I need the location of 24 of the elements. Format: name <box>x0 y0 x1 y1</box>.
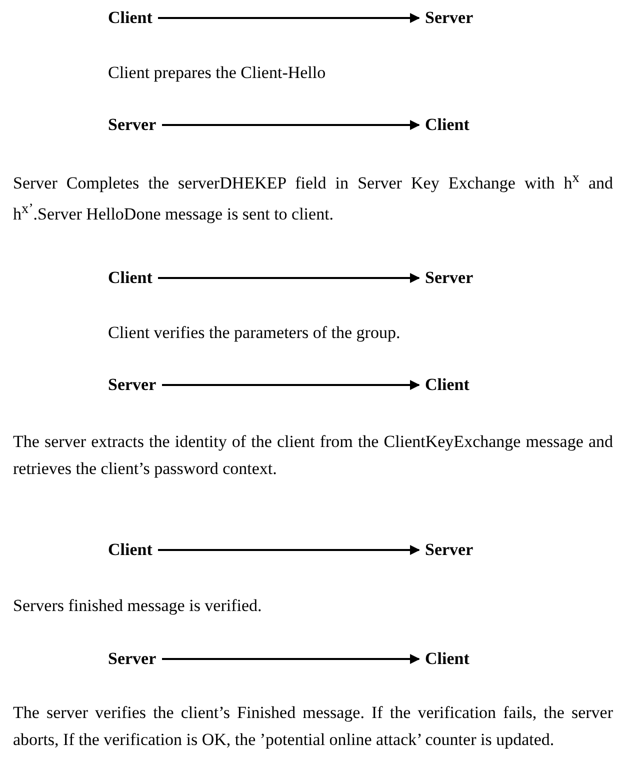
party-label: Server <box>108 648 156 670</box>
party-label: Client <box>425 374 470 396</box>
party-label: Server <box>425 267 474 289</box>
party-label: Client <box>108 7 152 29</box>
arrow <box>158 13 420 23</box>
arrow <box>162 654 420 664</box>
party-label: Server <box>108 374 156 396</box>
party-label: Client <box>108 267 152 289</box>
party-label: Client <box>425 648 470 670</box>
party-label: Client <box>425 114 470 136</box>
description-text: Client verifies the parameters of the group. <box>108 322 402 344</box>
party-label: Server <box>425 7 474 29</box>
arrow <box>158 545 420 555</box>
arrow <box>158 273 420 283</box>
description-text: Client prepares the Client-Hello <box>108 62 327 84</box>
description-text: The server extracts the identity of the client from the ClientKeyExchange message and retrieves the client’s password context. <box>13 430 613 480</box>
party-label: Server <box>108 114 156 136</box>
arrow <box>162 120 420 130</box>
description-text: Servers finished message is verified. <box>13 594 263 617</box>
arrow <box>162 380 420 390</box>
description-text: Server Completes the serverDHEKEP field in Server Key Exchange with h$^{x}$ and h$^{x’}$.Server HelloDone message is sent to client. <box>13 168 613 226</box>
party-label: Server <box>425 539 474 561</box>
party-label: Client <box>108 539 152 561</box>
description-text: The server verifies the client’s Finished message. If the verification fails, the server aborts, If the verification is OK, the ’potential online attack’ counter is updated. <box>13 702 613 751</box>
